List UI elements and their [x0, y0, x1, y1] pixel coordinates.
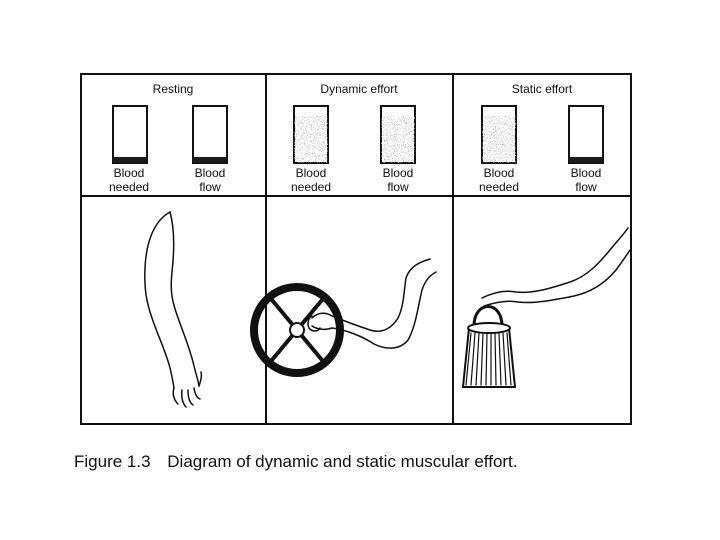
resting-arm-illustration: [144, 211, 203, 408]
figure-number: Figure 1.3: [74, 452, 151, 471]
jar-label-line2: needed: [479, 180, 519, 194]
jar-label-line2: needed: [291, 180, 331, 194]
jar-label-line1: Blood: [114, 166, 145, 180]
jar-resting-needed: Blood needed: [109, 105, 149, 194]
figure-caption-text: Diagram of dynamic and static muscular e…: [167, 452, 518, 471]
jar-label-line2: needed: [109, 180, 149, 194]
jar-body: [568, 105, 604, 164]
jar-label-line1: Blood: [296, 166, 327, 180]
dynamic-arm-illustration: [307, 258, 437, 349]
jar-static-flow: Blood flow: [568, 105, 604, 194]
panel-title-static: Static effort: [512, 82, 573, 96]
jar-fill: [113, 157, 147, 163]
figure-frame: [80, 73, 632, 425]
jar-label-line2: flow: [387, 180, 409, 194]
jar-fill: [193, 157, 227, 163]
jar-body: [112, 105, 148, 164]
static-arm-illustration: [481, 227, 631, 307]
bucket-illustration: [461, 305, 517, 388]
jar-dynamic-needed: Blood needed: [291, 105, 331, 194]
jar-fill: [294, 116, 328, 163]
jar-dynamic-flow: Blood flow: [380, 105, 416, 194]
jar-static-needed: Blood needed: [479, 105, 519, 194]
figure-caption: Figure 1.3 Diagram of dynamic and static…: [74, 452, 518, 472]
jar-label-line1: Blood: [571, 166, 602, 180]
jar-fill: [569, 157, 603, 163]
jar-label-line1: Blood: [383, 166, 414, 180]
jar-label-line1: Blood: [484, 166, 515, 180]
jar-label-line1: Blood: [195, 166, 226, 180]
jar-resting-flow: Blood flow: [192, 105, 228, 194]
jar-fill: [381, 116, 415, 163]
jar-label-line2: flow: [575, 180, 597, 194]
panel-title-resting: Resting: [153, 82, 194, 96]
jar-fill: [482, 116, 516, 163]
jar-body: [192, 105, 228, 164]
panel-title-dynamic: Dynamic effort: [320, 82, 398, 96]
jar-label-line2: flow: [199, 180, 221, 194]
